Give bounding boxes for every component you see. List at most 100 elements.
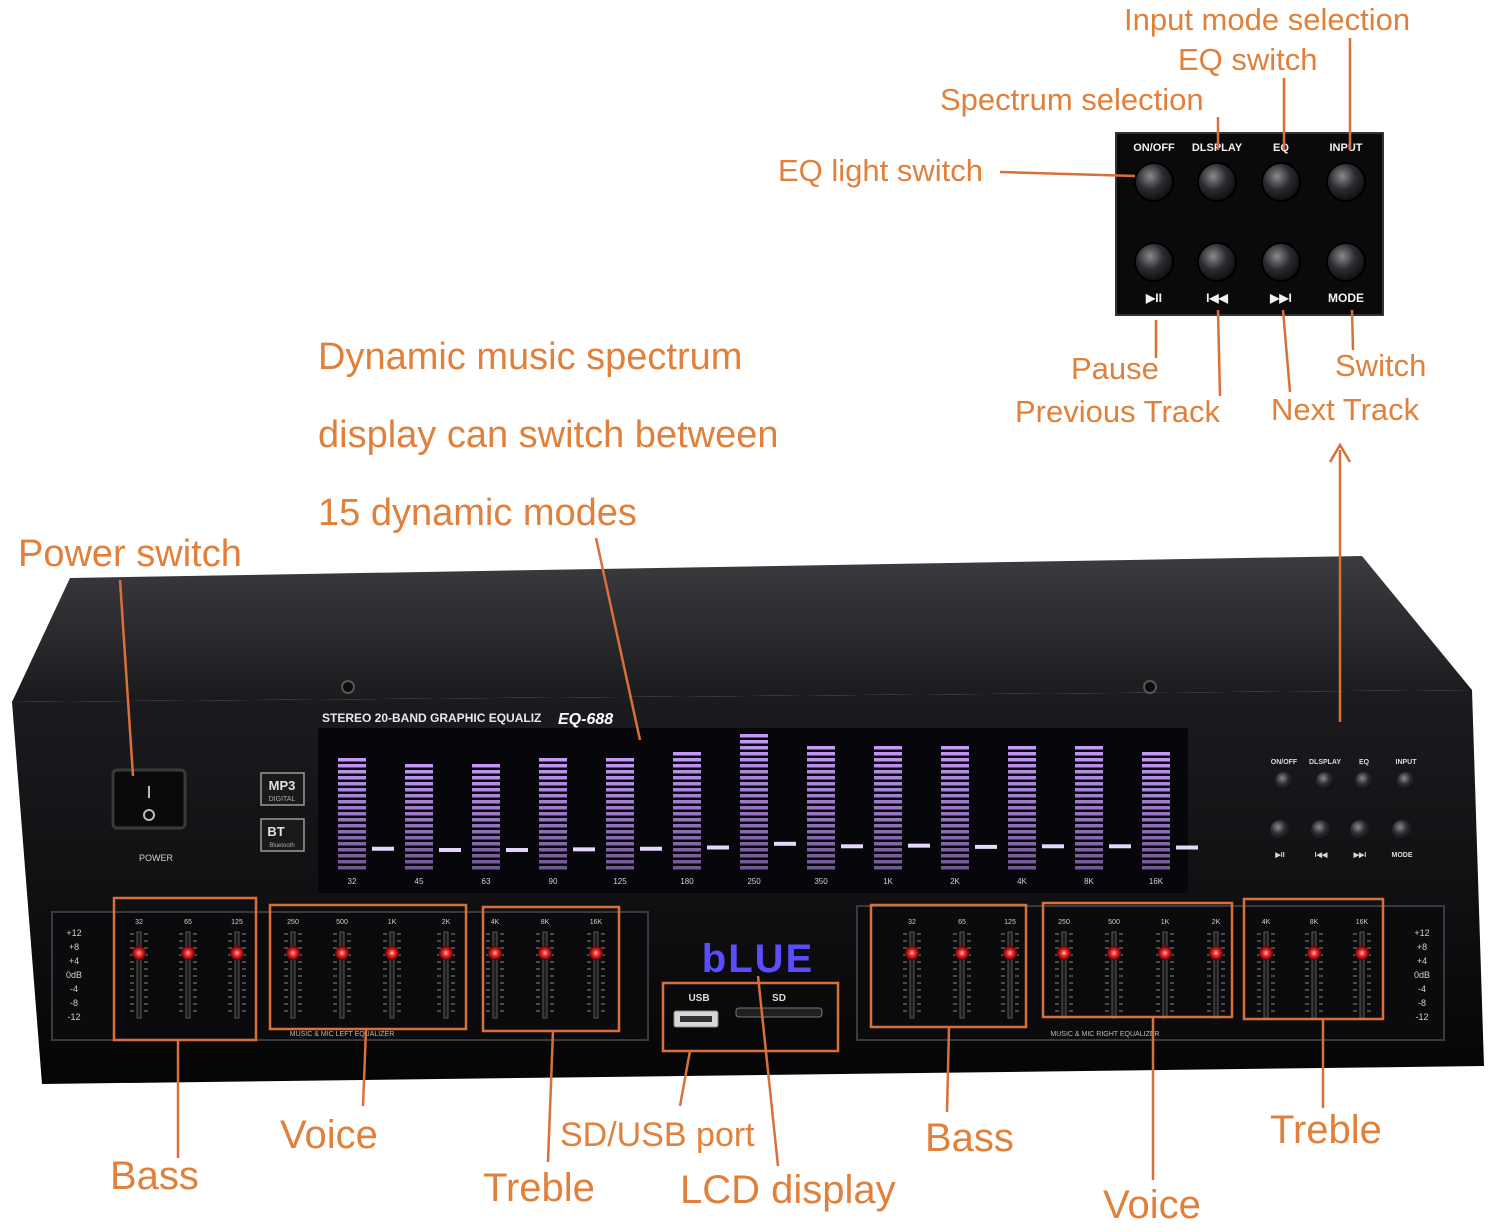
slider-left-bass[interactable]: 32	[130, 919, 148, 1019]
slider-right-treble[interactable]: 4K	[1257, 919, 1275, 1019]
chassis-screw	[1143, 680, 1157, 694]
zoom-button-top[interactable]	[1197, 162, 1237, 202]
zoom-bottom-label: ▶II	[1145, 291, 1162, 305]
device-panel-button[interactable]	[1316, 772, 1334, 790]
slider-knob[interactable]	[1003, 946, 1017, 960]
zoom-button-bottom[interactable]	[1261, 242, 1301, 282]
zoom-bottom-label: ▶▶I	[1269, 291, 1292, 305]
spectrum-bar	[740, 734, 768, 870]
slider-knob[interactable]	[955, 946, 969, 960]
sd-card-slot[interactable]	[735, 1007, 823, 1018]
slider-knob[interactable]	[1209, 946, 1223, 960]
db-scale-label: +8	[69, 942, 79, 952]
slider-knob[interactable]	[1107, 946, 1121, 960]
zoom-button-bottom[interactable]	[1326, 242, 1366, 282]
spectrum-peak	[774, 841, 796, 846]
slider-knob[interactable]	[488, 946, 502, 960]
spectrum-bar	[338, 758, 366, 870]
usb-label: USB	[688, 993, 709, 1004]
slider-knob[interactable]	[589, 946, 603, 960]
zoom-button-bottom[interactable]	[1197, 242, 1237, 282]
slider-right-bass[interactable]: 65	[953, 919, 971, 1019]
slider-left-treble[interactable]: 8K	[536, 919, 554, 1019]
slider-frequency-label: 250	[1058, 919, 1070, 926]
slider-knob[interactable]	[385, 946, 399, 960]
callout-switch: Switch	[1335, 348, 1427, 383]
slider-right-treble[interactable]: 8K	[1305, 919, 1323, 1019]
slider-knob[interactable]	[286, 946, 300, 960]
device-panel-button[interactable]	[1270, 820, 1290, 840]
usb-port-slot	[680, 1016, 712, 1022]
device-panel-button[interactable]	[1311, 820, 1331, 840]
callout-spectrum-line2: display can switch between	[318, 414, 779, 456]
frame-right-voice	[1041, 901, 1234, 1019]
db-scale-label: -4	[1418, 984, 1426, 994]
slider-knob[interactable]	[1057, 946, 1071, 960]
device-panel-button[interactable]	[1355, 772, 1373, 790]
slider-knob[interactable]	[1158, 946, 1172, 960]
spectrum-peak	[1109, 844, 1131, 849]
slider-knob[interactable]	[439, 946, 453, 960]
device-panel-button[interactable]	[1275, 772, 1293, 790]
leader-switch	[1350, 309, 1355, 351]
spectrum-peak	[841, 844, 863, 849]
leader-panel-arrow	[1328, 442, 1352, 463]
slider-frequency-label: 32	[908, 919, 916, 926]
left-sliders: 32 65 125 250 500 1K 2K 4K 8K 16K	[130, 919, 605, 1019]
zoom-button-bottom[interactable]	[1134, 242, 1174, 282]
slider-left-treble[interactable]: 4K	[486, 919, 504, 1019]
slider-left-treble[interactable]: 16K	[587, 919, 605, 1019]
leader-ports	[678, 1050, 692, 1107]
frame-left-bass	[112, 896, 258, 1042]
slider-knob[interactable]	[1355, 946, 1369, 960]
slider-right-voice[interactable]: 1K	[1156, 919, 1174, 1019]
callout-spectrum-line3: 15 dynamic modes	[318, 492, 637, 534]
slider-left-bass[interactable]: 65	[179, 919, 197, 1019]
slider-left-voice[interactable]: 250	[284, 919, 302, 1019]
db-scale-label: -12	[1415, 1012, 1428, 1022]
db-scale-label: -8	[1418, 998, 1426, 1008]
device-panel-button[interactable]	[1392, 820, 1412, 840]
frame-ports	[661, 981, 840, 1053]
device-panel-button[interactable]	[1350, 820, 1370, 840]
power-switch[interactable]	[111, 768, 187, 830]
slider-knob[interactable]	[230, 946, 244, 960]
spectrum-bar	[405, 764, 433, 870]
slider-right-bass[interactable]: 125	[1001, 919, 1019, 1019]
slider-left-voice[interactable]: 2K	[437, 919, 455, 1019]
spectrum-peak	[1042, 844, 1064, 849]
device-panel-button[interactable]	[1397, 772, 1415, 790]
zoom-button-top[interactable]	[1326, 162, 1366, 202]
chassis-screw	[341, 680, 355, 694]
slider-knob[interactable]	[538, 946, 552, 960]
callout-eq-switch: EQ switch	[1178, 42, 1318, 77]
zoom-bottom-label: I◀◀	[1206, 291, 1229, 305]
slider-left-voice[interactable]: 500	[333, 919, 351, 1019]
slider-knob[interactable]	[335, 946, 349, 960]
slider-right-bass[interactable]: 32	[903, 919, 921, 1019]
slider-right-voice[interactable]: 2K	[1207, 919, 1225, 1019]
zoom-button-top[interactable]	[1134, 162, 1174, 202]
device-panel-bottom-label: I◀◀	[1315, 852, 1328, 859]
device-panel-top-label: EQ	[1359, 759, 1370, 766]
slider-frequency-label: 250	[287, 919, 299, 926]
slider-knob[interactable]	[1259, 946, 1273, 960]
spectrum-bar	[1075, 746, 1103, 870]
db-scale-label: -8	[70, 998, 78, 1008]
spectrum-bar	[874, 746, 902, 870]
slider-left-voice[interactable]: 1K	[383, 919, 401, 1019]
slider-frequency-label: 16K	[1356, 919, 1369, 926]
slider-frequency-label: 4K	[491, 919, 500, 926]
spectrum-bar	[539, 758, 567, 870]
slider-knob[interactable]	[905, 946, 919, 960]
mp3-badge-sub: DIGITAL	[269, 796, 296, 803]
slider-knob[interactable]	[181, 946, 195, 960]
frame-right-treble	[1242, 897, 1385, 1021]
slider-knob[interactable]	[132, 946, 146, 960]
slider-knob[interactable]	[1307, 946, 1321, 960]
slider-left-bass[interactable]: 125	[228, 919, 246, 1019]
zoom-button-top[interactable]	[1261, 162, 1301, 202]
slider-frequency-label: 16K	[590, 919, 603, 926]
